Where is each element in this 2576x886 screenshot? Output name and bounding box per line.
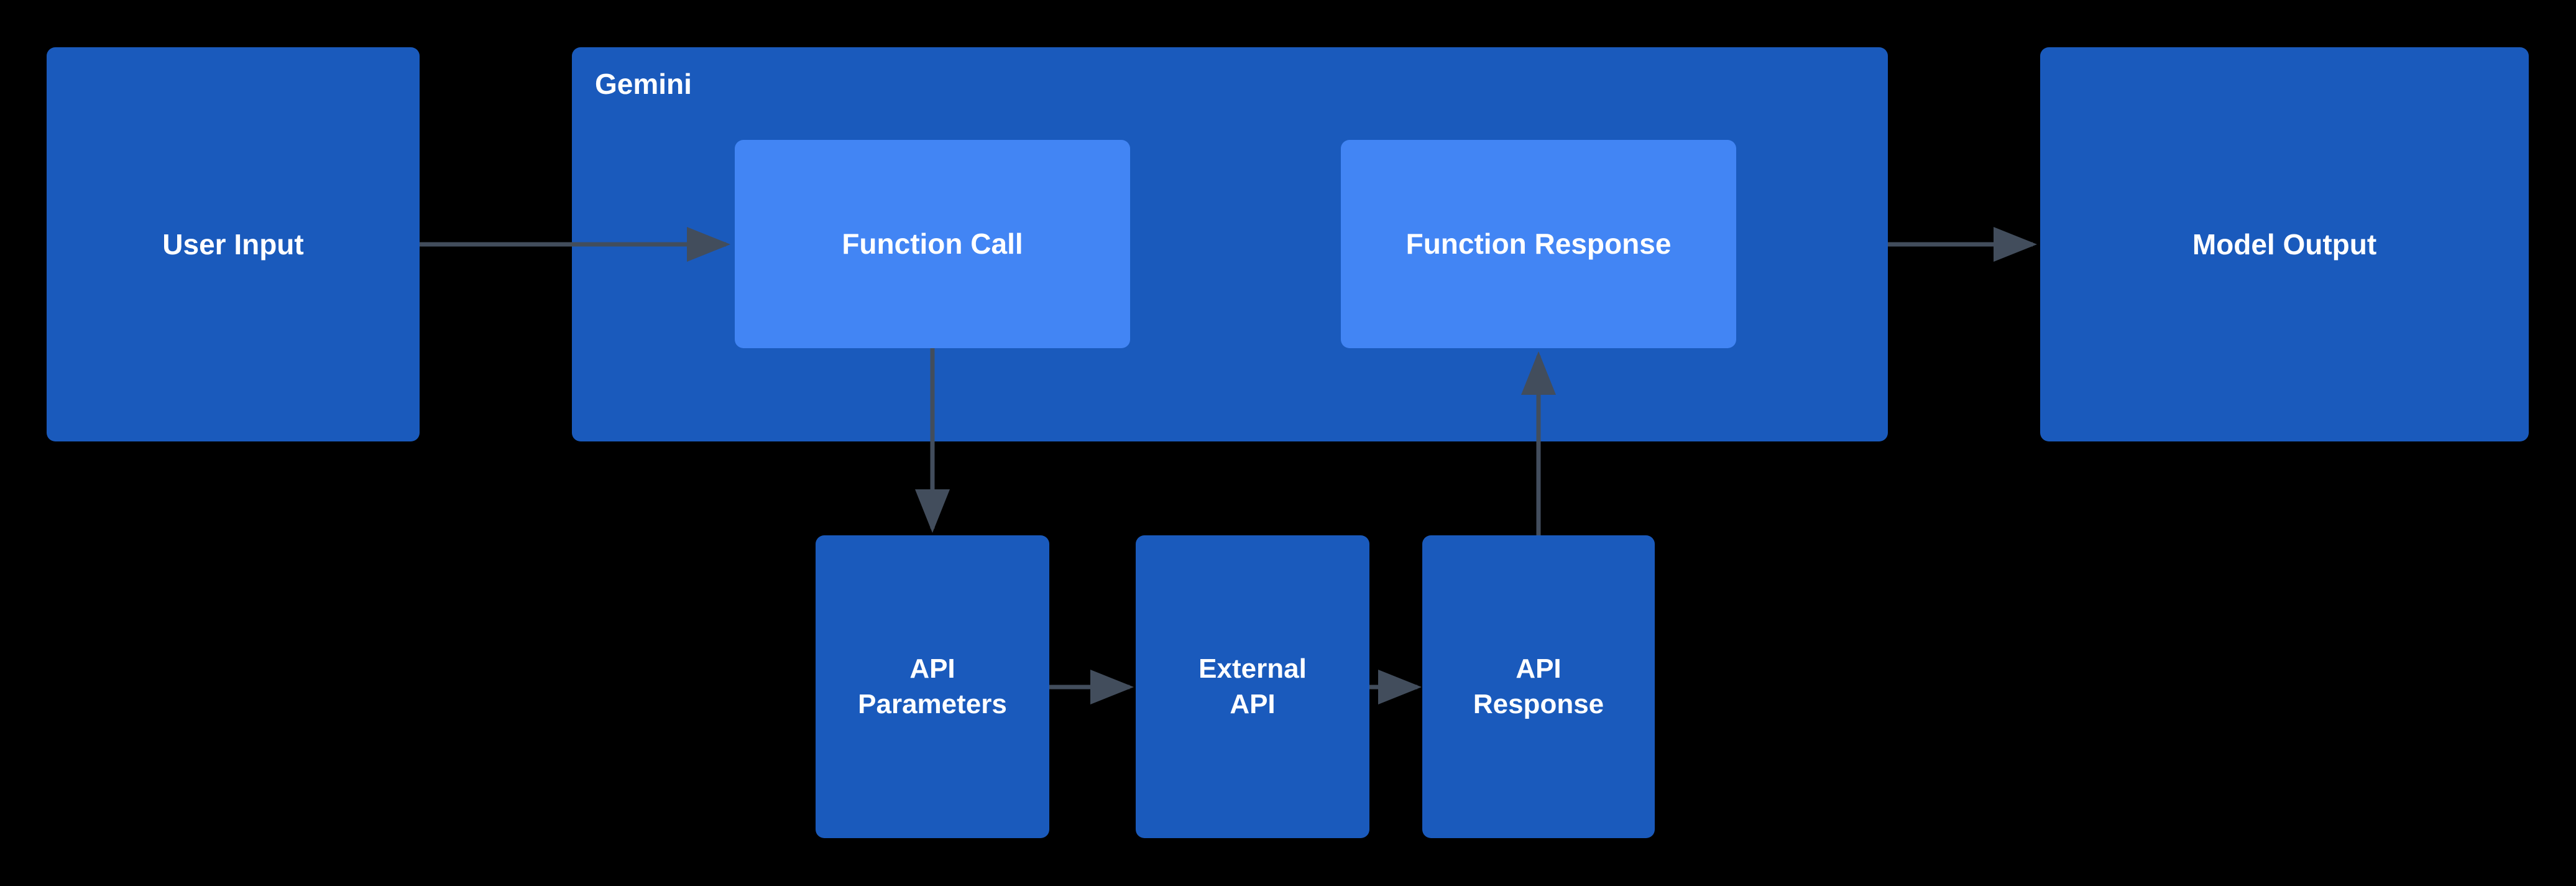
node-api-parameters[interactable]: API Parameters (816, 535, 1049, 838)
node-user-input[interactable]: User Input (47, 47, 420, 441)
node-model-output[interactable]: Model Output (2040, 47, 2529, 441)
node-function-call[interactable]: Function Call (735, 140, 1130, 348)
node-external-api[interactable]: External API (1136, 535, 1369, 838)
group-gemini-label: Gemini (595, 68, 692, 100)
node-function-response[interactable]: Function Response (1341, 140, 1736, 348)
node-api-response[interactable]: API Response (1422, 535, 1655, 838)
